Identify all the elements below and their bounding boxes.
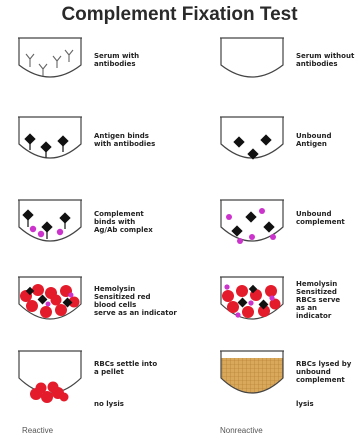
tube-nonreactive-2 bbox=[218, 114, 286, 172]
antigen-antibody-complex-icon bbox=[24, 133, 68, 158]
tube-reactive-4 bbox=[16, 274, 84, 334]
step-label-nonreactive-5: RBCs lysed by unbound complement bbox=[296, 360, 351, 384]
rbc-pellet-icon bbox=[30, 382, 69, 404]
tube-nonreactive-3 bbox=[218, 197, 286, 255]
step-label-reactive-1: Serum with antibodies bbox=[94, 52, 139, 68]
tube-nonreactive-4 bbox=[218, 274, 286, 334]
column-label-reactive: Reactive bbox=[22, 426, 53, 435]
tube-reactive-2 bbox=[16, 114, 84, 172]
result-label-nonreactive: lysis bbox=[296, 400, 314, 408]
antibody-icon bbox=[26, 50, 73, 76]
antigen-icon bbox=[231, 211, 274, 236]
tube-nonreactive-1 bbox=[218, 35, 286, 89]
tube-reactive-3 bbox=[16, 197, 84, 255]
step-label-nonreactive-1: Serum without antibodies bbox=[296, 52, 354, 68]
tube-reactive-5 bbox=[16, 348, 84, 408]
lysed-solution-icon bbox=[221, 358, 283, 393]
step-label-nonreactive-4: Hemolysin Sensitized RBCs serve as an in… bbox=[296, 280, 340, 320]
step-label-reactive-2: Antigen binds with antibodies bbox=[94, 132, 155, 148]
step-label-reactive-5: RBCs settle into a pellet bbox=[94, 360, 157, 376]
diagram-title: Complement Fixation Test bbox=[0, 4, 359, 26]
result-label-reactive: no lysis bbox=[94, 400, 124, 408]
tube-nonreactive-5 bbox=[218, 348, 286, 408]
tube-reactive-1 bbox=[16, 35, 84, 89]
column-label-nonreactive: Nonreactive bbox=[220, 426, 263, 435]
step-label-reactive-3: Complement binds with Ag/Ab complex bbox=[94, 210, 153, 234]
step-label-nonreactive-2: Unbound Antigen bbox=[296, 132, 331, 148]
step-label-reactive-4: Hemolysin Sensitized red blood cells ser… bbox=[94, 285, 177, 317]
step-label-nonreactive-3: Unbound complement bbox=[296, 210, 345, 226]
